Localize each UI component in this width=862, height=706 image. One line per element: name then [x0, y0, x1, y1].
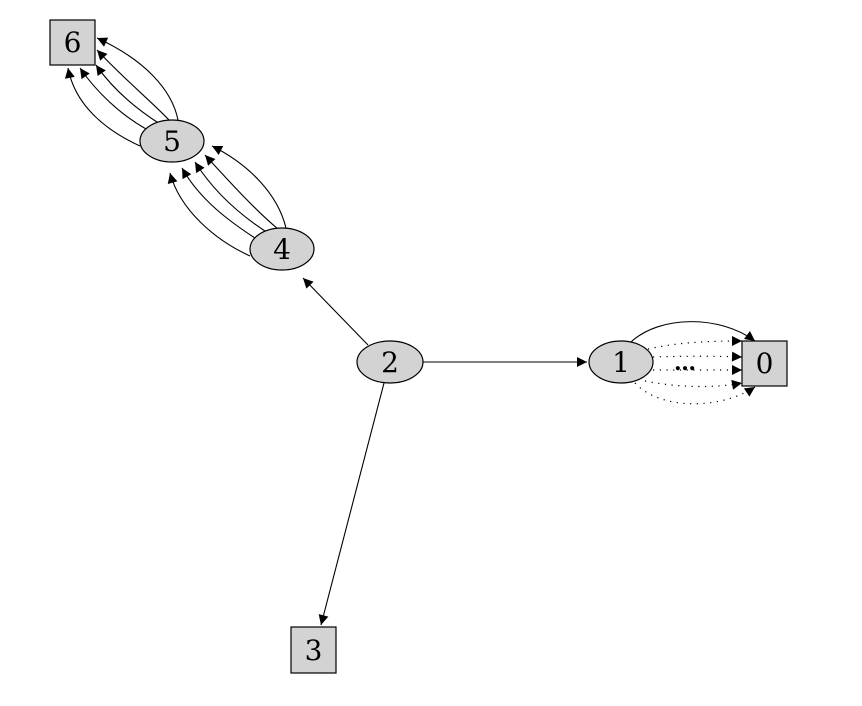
- node-5-label: 5: [163, 125, 181, 158]
- node-3-label: 3: [305, 634, 323, 667]
- edge-1-to-0: [630, 321, 756, 343]
- node-0[interactable]: 0: [741, 340, 788, 387]
- node-3[interactable]: 3: [290, 626, 337, 674]
- node-6-label: 6: [64, 26, 82, 59]
- node-5[interactable]: 5: [139, 119, 205, 163]
- ellipsis-label: …: [674, 350, 696, 376]
- edges-4-to-5: [167, 145, 287, 257]
- node-6[interactable]: 6: [49, 19, 96, 66]
- node-1[interactable]: 1: [588, 340, 654, 384]
- node-4-label: 4: [273, 233, 291, 266]
- edge-2-to-3: [318, 382, 385, 626]
- node-2-label: 2: [381, 346, 399, 379]
- edge-2-to-4: [302, 277, 369, 346]
- node-2[interactable]: 2: [356, 340, 424, 384]
- edges-5-to-6: [64, 37, 179, 147]
- node-1-label: 1: [612, 346, 630, 379]
- node-4[interactable]: 4: [249, 227, 315, 271]
- edges-1-to-0-dotted: [634, 336, 756, 405]
- node-0-label: 0: [756, 347, 774, 380]
